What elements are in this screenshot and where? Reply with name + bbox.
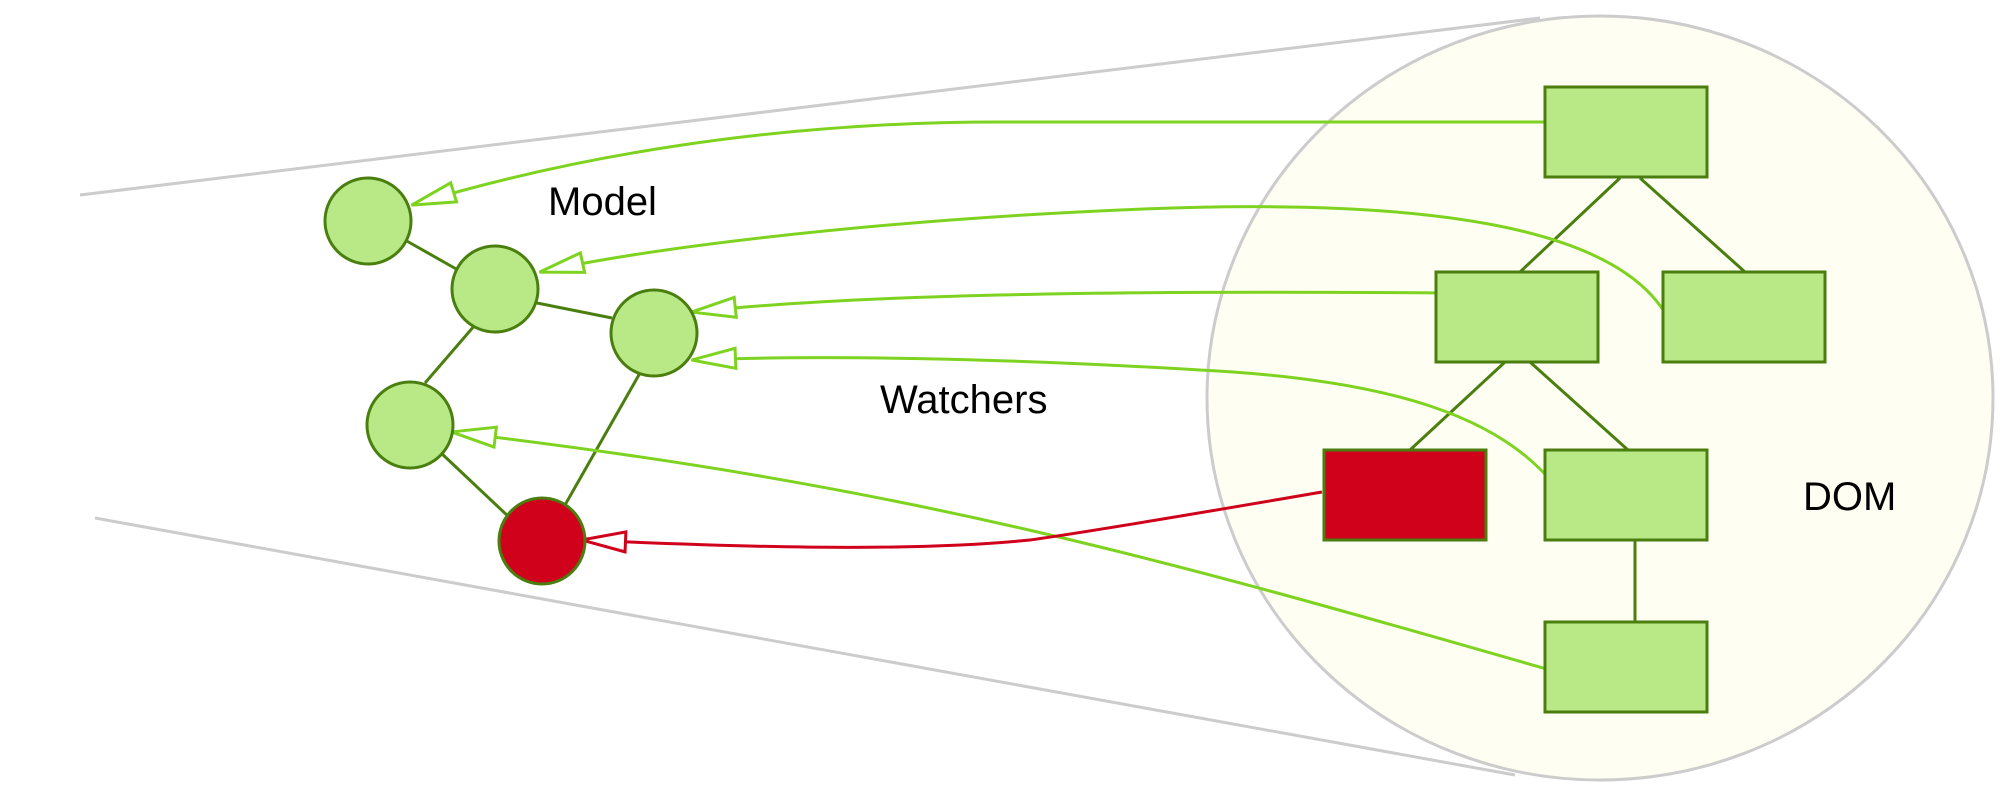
dom-edge — [1638, 176, 1747, 274]
dom-tree-edges — [1408, 176, 1747, 622]
model-edge — [536, 301, 613, 320]
dom-nodes — [1322, 85, 1827, 714]
watcher-link — [410, 120, 1545, 207]
watchers-label: Watchers — [880, 378, 1047, 422]
dom-node — [1543, 448, 1709, 542]
dom-node — [1543, 620, 1709, 714]
watcher-connections — [410, 120, 1670, 672]
model-node-alert — [497, 496, 587, 586]
dom-edge — [1518, 176, 1622, 274]
model-label: Model — [548, 180, 657, 224]
dom-edge — [1528, 360, 1630, 452]
model-edge — [404, 238, 459, 272]
dom-node-alert — [1322, 448, 1488, 542]
model-graph-edges — [404, 238, 642, 520]
dom-node — [1661, 270, 1827, 364]
cone-line-top — [79, 16, 1541, 197]
model-edge — [563, 372, 642, 506]
watcher-link — [538, 205, 1670, 319]
model-node — [323, 176, 413, 266]
model-node — [365, 380, 455, 470]
model-edge — [423, 324, 477, 384]
watcher-link — [691, 290, 1443, 320]
alert-watcher-link — [581, 490, 1323, 554]
model-nodes — [323, 176, 699, 586]
model-node — [609, 288, 699, 378]
dom-node — [1543, 85, 1709, 179]
model-node — [450, 244, 540, 334]
dom-node — [1434, 270, 1600, 364]
watcher-link — [691, 346, 1554, 483]
model-edge — [438, 450, 512, 520]
dom-region — [1205, 14, 1995, 782]
cone-line-bottom — [94, 516, 1516, 777]
dom-label: DOM — [1803, 475, 1896, 519]
dom-edge — [1408, 360, 1507, 452]
watcher-link — [451, 425, 1551, 672]
